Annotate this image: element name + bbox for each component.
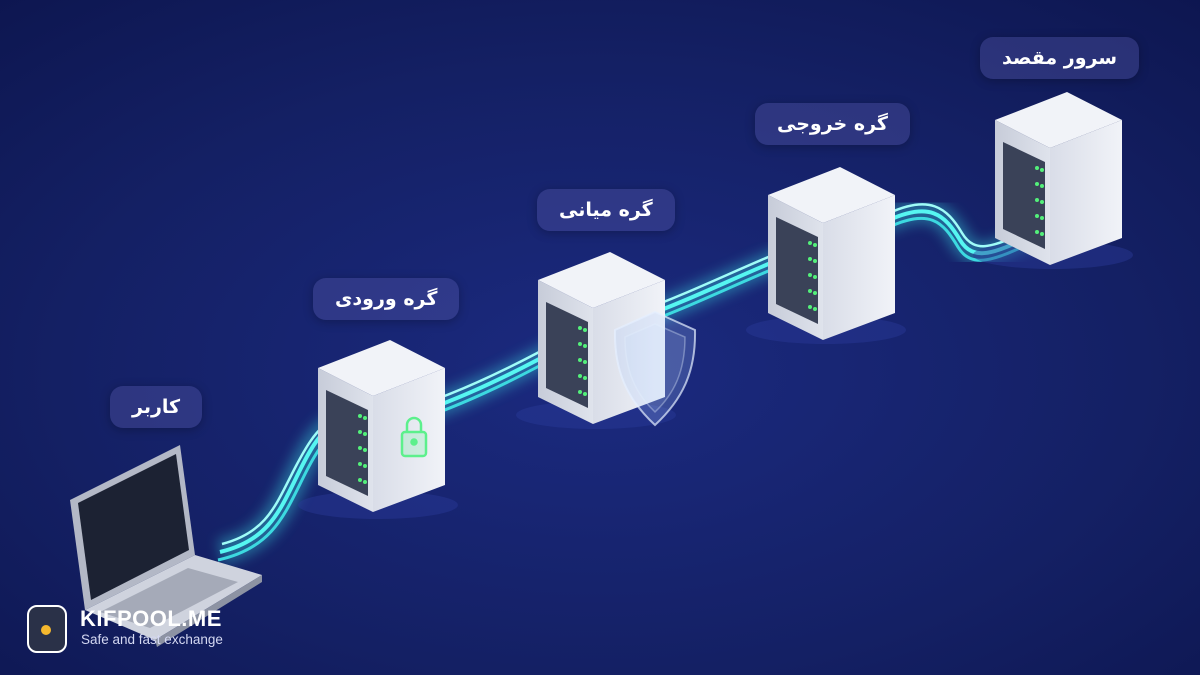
exit-node-server-icon bbox=[746, 167, 906, 344]
user-laptop-icon bbox=[70, 445, 262, 647]
middle-node-server-icon bbox=[516, 252, 697, 429]
lock-icon bbox=[400, 416, 428, 458]
shield-icon bbox=[613, 310, 697, 427]
middle-node-label: گره میانی bbox=[537, 189, 675, 231]
kifpool-logo-icon bbox=[27, 605, 67, 653]
user-label: کاربر bbox=[110, 386, 203, 428]
brand-tagline: Safe and fast exchange bbox=[81, 632, 223, 647]
brand-name: KIFPOOL.ME bbox=[80, 606, 222, 631]
brand-logo: KIFPOOL.ME Safe and fast exchange bbox=[26, 604, 286, 654]
exit-node-label: گره خروجی bbox=[755, 103, 910, 145]
destination-server-icon bbox=[973, 92, 1133, 269]
entry-node-server-icon bbox=[298, 340, 458, 519]
entry-node-label: گره ورودی bbox=[313, 278, 460, 320]
destination-server-label: سرور مقصد bbox=[980, 37, 1140, 79]
